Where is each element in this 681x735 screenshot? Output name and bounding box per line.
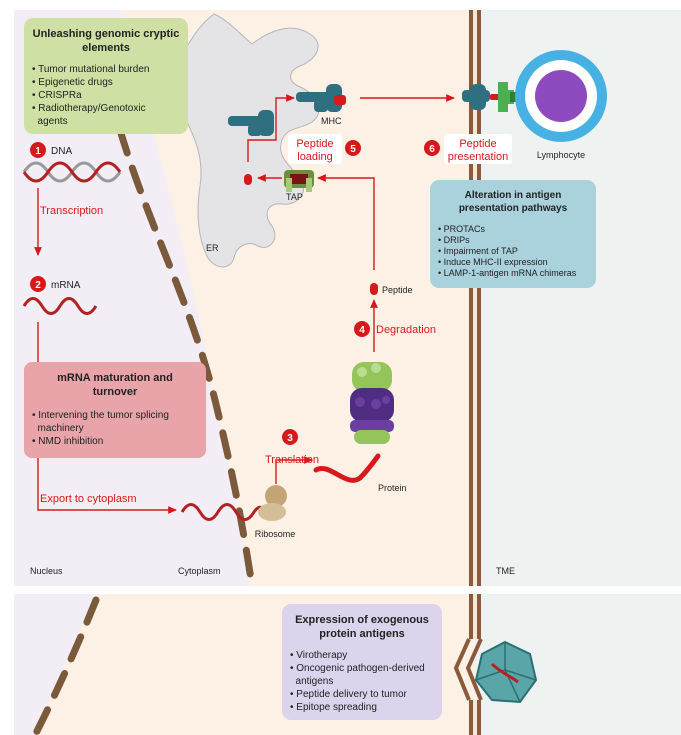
nuclear-envelope-top <box>116 126 256 590</box>
mrna-strand <box>22 297 98 315</box>
box-mrna-title-1: mRNA maturation and <box>57 372 173 384</box>
arrow-peptide-to-tap <box>317 174 375 270</box>
protein-chain <box>313 453 381 483</box>
svg-text:• LAMP-1-antigen mRNA chimeras: • LAMP-1-antigen mRNA chimeras <box>438 268 577 278</box>
label-er: ER <box>206 243 219 253</box>
box-antigen-title-2: presentation pathways <box>459 203 568 214</box>
peptide-in-er <box>244 174 252 185</box>
svg-text:Peptide: Peptide <box>296 138 333 150</box>
tap-transporter <box>284 170 314 192</box>
label-peptide: Peptide <box>382 285 413 295</box>
panel-divider <box>0 586 681 594</box>
svg-text:agents: agents <box>32 116 68 127</box>
step-badge-1: 1 DNA <box>30 142 72 158</box>
labels: Transcription Export to cytoplasm Riboso… <box>30 116 585 576</box>
label-tme: TME <box>496 566 515 576</box>
svg-text:• Epigenetic drugs: • Epigenetic drugs <box>32 77 113 88</box>
ribosome <box>258 485 287 521</box>
box-antigen: Alteration in antigen presentation pathw… <box>430 180 596 288</box>
plasma-membrane <box>453 10 483 735</box>
svg-text:• Tumor mutational burden: • Tumor mutational burden <box>32 64 149 75</box>
label-tap: TAP <box>286 192 303 202</box>
label-translation: Translation <box>265 454 319 466</box>
proteasome <box>350 362 394 444</box>
box-antigen-title-1: Alteration in antigen <box>465 190 562 201</box>
svg-text:2: 2 <box>35 280 41 291</box>
svg-text:• DRIPs: • DRIPs <box>438 235 470 245</box>
step-badge-5: Peptide loading 5 <box>288 134 361 164</box>
svg-text:• Induce MHC-II expression: • Induce MHC-II expression <box>438 257 548 267</box>
svg-text:1: 1 <box>35 146 41 157</box>
tcr-receptor <box>498 82 520 112</box>
svg-text:• Impairment of TAP: • Impairment of TAP <box>438 246 518 256</box>
label-cytoplasm: Cytoplasm <box>178 566 221 576</box>
label-nucleus: Nucleus <box>30 566 63 576</box>
svg-text:• Oncogenic pathogen-derived: • Oncogenic pathogen-derived <box>290 663 425 674</box>
box-exogenous: Expression of exogenous protein antigens… <box>282 604 442 720</box>
step-badge-6: 6 Peptide presentation <box>424 134 512 164</box>
label-lymphocyte: Lymphocyte <box>537 150 585 160</box>
nuclear-envelope-bottom <box>31 596 100 735</box>
arrow-peptide-loading <box>247 94 295 162</box>
step-badge-4: 4 Degradation <box>354 321 436 337</box>
svg-text:• NMD inhibition: • NMD inhibition <box>32 436 103 447</box>
svg-text:• Epitope spreading: • Epitope spreading <box>290 702 377 713</box>
svg-text:• PROTACs: • PROTACs <box>438 224 485 234</box>
label-dna: DNA <box>51 146 72 157</box>
label-export: Export to cytoplasm <box>40 493 137 505</box>
arrow-translation <box>275 456 313 484</box>
label-mrna: mRNA <box>51 280 81 291</box>
svg-text:3: 3 <box>287 433 293 444</box>
box-exogenous-title-2: protein antigens <box>319 628 405 640</box>
svg-text:6: 6 <box>429 144 435 155</box>
svg-text:4: 4 <box>359 325 365 336</box>
svg-text:• CRISPRa: • CRISPRa <box>32 90 82 101</box>
step-badge-3: 3 Translation <box>265 429 319 466</box>
svg-text:• Virotherapy: • Virotherapy <box>290 650 347 661</box>
mhc-er-empty <box>228 110 274 136</box>
nucleus-region-bottom <box>14 594 96 735</box>
lymphocyte-cell <box>515 50 607 142</box>
svg-text:• Radiotherapy/Genotoxic: • Radiotherapy/Genotoxic <box>32 103 146 114</box>
label-transcription: Transcription <box>40 205 103 217</box>
svg-text:5: 5 <box>350 144 356 155</box>
svg-text:presentation: presentation <box>448 151 509 163</box>
box-genomic: Unleashing genomic cryptic elements • Tu… <box>24 18 188 134</box>
peptide-fragment <box>370 283 378 295</box>
label-degradation: Degradation <box>376 324 436 336</box>
svg-text:machinery: machinery <box>32 423 84 434</box>
box-genomic-title-1: Unleashing genomic cryptic <box>33 28 180 40</box>
svg-text:antigens: antigens <box>290 676 333 687</box>
mrna-cytoplasm <box>180 503 266 521</box>
box-mrna-title-2: turnover <box>93 386 138 398</box>
mhc-er-loaded <box>296 84 346 112</box>
box-genomic-title-2: elements <box>82 42 130 54</box>
svg-text:Peptide: Peptide <box>459 138 496 150</box>
virus-particle <box>474 640 538 704</box>
svg-text:• Intervening the tumor splici: • Intervening the tumor splicing <box>32 410 169 421</box>
svg-text:• Peptide delivery to tumor: • Peptide delivery to tumor <box>290 689 408 700</box>
label-ribosome: Ribosome <box>255 529 296 539</box>
box-exogenous-title-1: Expression of exogenous <box>295 614 429 626</box>
label-protein: Protein <box>378 483 407 493</box>
mhc-surface <box>462 84 500 110</box>
label-mhc: MHC <box>321 116 342 126</box>
step-badge-2: 2 mRNA <box>30 276 81 292</box>
svg-text:loading: loading <box>297 151 332 163</box>
box-mrna: mRNA maturation and turnover • Interveni… <box>24 362 206 458</box>
dna-helix <box>22 161 122 183</box>
